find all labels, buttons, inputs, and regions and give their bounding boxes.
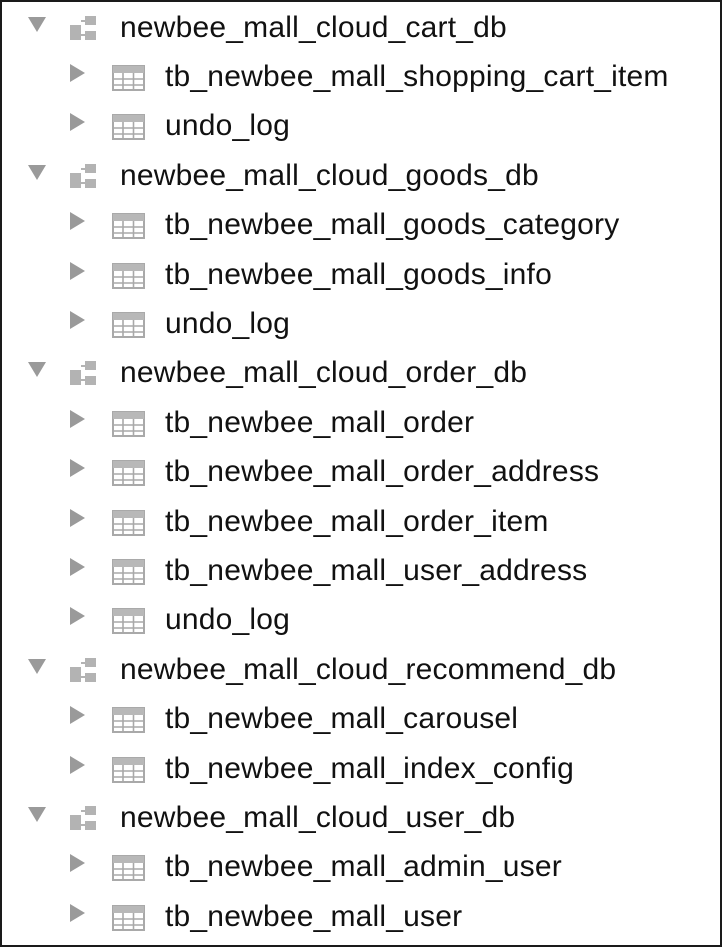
database-node[interactable]: newbee_mall_cloud_user_db [2, 797, 720, 846]
database-tree: newbee_mall_cloud_cart_db tb_newbee_mall_… [2, 7, 720, 945]
database-node[interactable]: newbee_mall_cloud_order_db [2, 353, 720, 402]
table-node[interactable]: undo_log [2, 106, 720, 155]
table-node[interactable]: undo_log [2, 600, 720, 649]
table-icon [112, 855, 145, 882]
table-name: tb_newbee_mall_index_config [165, 751, 575, 785]
triangle-down-icon[interactable] [28, 16, 46, 32]
table-name: tb_newbee_mall_shopping_cart_item [165, 60, 669, 94]
schema-icon [70, 657, 106, 682]
triangle-right-icon[interactable] [70, 557, 85, 576]
table-node[interactable]: tb_newbee_mall_goods_info [2, 254, 720, 303]
table-name: undo_log [165, 307, 291, 341]
table-icon [112, 213, 145, 240]
table-icon [112, 65, 145, 92]
schema-icon [70, 805, 106, 830]
table-node[interactable]: tb_newbee_mall_order_address [2, 452, 720, 501]
table-name: tb_newbee_mall_goods_category [165, 208, 620, 242]
table-name: tb_newbee_mall_goods_info [165, 257, 552, 291]
table-name: tb_newbee_mall_user [165, 899, 463, 933]
table-name: undo_log [165, 603, 291, 637]
triangle-right-icon[interactable] [70, 212, 85, 231]
triangle-down-icon[interactable] [28, 658, 46, 674]
table-icon [112, 608, 145, 635]
table-name: tb_newbee_mall_admin_user [165, 850, 562, 884]
table-node[interactable]: tb_newbee_mall_user_address [2, 550, 720, 599]
table-icon [112, 410, 145, 437]
table-icon [112, 904, 145, 931]
table-icon [112, 509, 145, 536]
table-icon [112, 756, 145, 783]
table-node[interactable]: undo_log [2, 303, 720, 352]
triangle-right-icon[interactable] [70, 607, 85, 626]
table-node[interactable]: tb_newbee_mall_goods_category [2, 205, 720, 254]
table-node[interactable]: tb_newbee_mall_index_config [2, 748, 720, 797]
triangle-right-icon[interactable] [70, 311, 85, 330]
triangle-right-icon[interactable] [70, 113, 85, 132]
database-node[interactable]: newbee_mall_cloud_cart_db [2, 7, 720, 56]
database-node[interactable]: newbee_mall_cloud_recommend_db [2, 649, 720, 698]
database-name: newbee_mall_cloud_user_db [120, 800, 516, 834]
triangle-right-icon[interactable] [70, 854, 85, 873]
table-node[interactable]: tb_newbee_mall_order [2, 402, 720, 451]
database-name: newbee_mall_cloud_cart_db [120, 10, 507, 44]
table-node[interactable]: tb_newbee_mall_shopping_cart_item [2, 56, 720, 105]
triangle-right-icon[interactable] [70, 64, 85, 83]
triangle-down-icon[interactable] [28, 362, 46, 378]
schema-icon [70, 361, 106, 386]
table-icon [112, 707, 145, 734]
triangle-right-icon[interactable] [70, 409, 85, 428]
triangle-right-icon[interactable] [70, 706, 85, 725]
table-icon [112, 312, 145, 339]
triangle-right-icon[interactable] [70, 755, 85, 774]
table-icon [112, 114, 145, 141]
table-node[interactable]: tb_newbee_mall_order_item [2, 501, 720, 550]
table-icon [112, 558, 145, 585]
triangle-right-icon[interactable] [70, 903, 85, 922]
table-node[interactable]: tb_newbee_mall_user [2, 896, 720, 945]
triangle-down-icon[interactable] [28, 164, 46, 180]
triangle-right-icon[interactable] [70, 459, 85, 478]
triangle-down-icon[interactable] [28, 806, 46, 822]
schema-icon [70, 163, 106, 188]
database-name: newbee_mall_cloud_goods_db [120, 158, 539, 192]
database-node[interactable]: newbee_mall_cloud_goods_db [2, 155, 720, 204]
table-node[interactable]: tb_newbee_mall_admin_user [2, 847, 720, 896]
triangle-right-icon[interactable] [70, 261, 85, 280]
database-name: newbee_mall_cloud_recommend_db [120, 652, 617, 686]
database-name: newbee_mall_cloud_order_db [120, 356, 528, 390]
triangle-right-icon[interactable] [70, 508, 85, 527]
table-icon [112, 460, 145, 487]
table-name: tb_newbee_mall_order_address [165, 455, 600, 489]
table-name: tb_newbee_mall_order [165, 405, 475, 439]
table-icon [112, 262, 145, 289]
table-name: undo_log [165, 109, 291, 143]
table-name: tb_newbee_mall_user_address [165, 553, 588, 587]
table-name: tb_newbee_mall_order_item [165, 504, 549, 538]
table-name: tb_newbee_mall_carousel [165, 702, 519, 736]
table-node[interactable]: tb_newbee_mall_carousel [2, 698, 720, 747]
schema-icon [70, 15, 106, 40]
